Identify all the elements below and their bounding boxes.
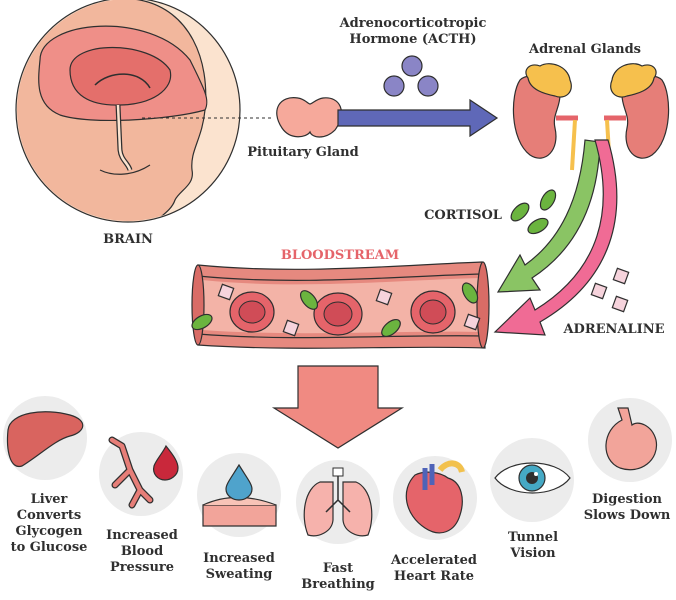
brain-head-illustration xyxy=(15,0,241,223)
acth-arrow xyxy=(337,98,499,138)
blood-vessel-illustration xyxy=(191,261,490,349)
pituitary-gland-label: Pituitary Gland xyxy=(247,145,359,160)
effect-label-tunnel-vision: Tunnel Vision xyxy=(507,530,559,561)
vessel-adrenaline-cubes xyxy=(217,283,481,337)
adrenaline-arrow xyxy=(493,139,618,336)
acth-molecules-icon xyxy=(383,55,439,97)
adrenaline-label: ADRENALINE xyxy=(563,322,665,337)
effect-label-sweating: Increased Sweating xyxy=(203,551,275,582)
effect-label-heart-rate: Accelerated Heart Rate xyxy=(390,553,478,584)
blood-vessel-icon xyxy=(99,432,183,516)
heart-icon xyxy=(393,456,477,540)
effect-label-liver: Liver Converts Glycogen to Glucose xyxy=(10,492,88,555)
eye-icon xyxy=(490,438,574,522)
lungs-icon xyxy=(296,460,380,544)
adrenal-glands-label: Adrenal Glands xyxy=(529,42,641,57)
cortisol-label: CORTISOL xyxy=(424,208,502,223)
pituitary-gland-icon xyxy=(276,97,342,138)
red-blood-cells xyxy=(229,290,456,336)
cortisol-arrow xyxy=(496,139,601,293)
sweat-drop-icon xyxy=(197,453,281,537)
bloodstream-label: BLOODSTREAM xyxy=(280,248,400,263)
adrenaline-molecules-icon xyxy=(590,267,630,313)
effect-label-breathing: Fast Breathing xyxy=(301,561,375,592)
brain-label: BRAIN xyxy=(103,232,153,247)
effect-label-digestion: Digestion Slows Down xyxy=(583,492,671,523)
acth-label: Adrenocorticotropic Hormone (ACTH) xyxy=(339,16,487,47)
stomach-icon xyxy=(588,398,672,482)
liver-icon xyxy=(3,396,87,480)
vessel-cortisol-capsules xyxy=(191,282,479,338)
effect-label-blood-pressure: Increased Blood Pressure xyxy=(106,528,178,575)
cortisol-molecules-icon xyxy=(510,189,557,235)
down-arrow xyxy=(271,365,405,449)
